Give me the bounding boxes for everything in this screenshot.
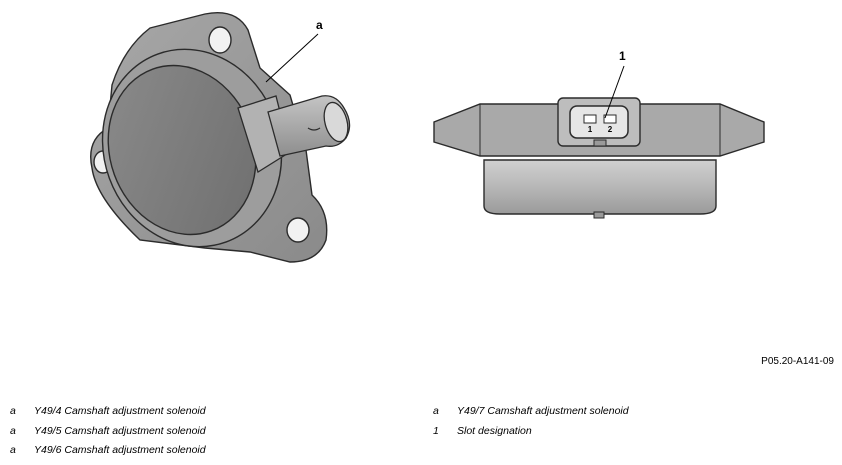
pin-label-1: 1 bbox=[588, 125, 593, 134]
bottom-stub bbox=[593, 211, 605, 219]
legend-text: Y49/6 Camshaft adjustment solenoid bbox=[34, 444, 206, 456]
legend-text: Y49/5 Camshaft adjustment solenoid bbox=[34, 425, 206, 437]
callout-label-a: a bbox=[316, 18, 323, 32]
callout-leader-a bbox=[265, 33, 319, 83]
legend-key: 1 bbox=[433, 425, 439, 437]
side-body bbox=[483, 159, 717, 215]
upper-mounting-hole bbox=[208, 26, 232, 54]
callout-label-1: 1 bbox=[619, 49, 626, 63]
pin-2 bbox=[603, 114, 617, 124]
pin-label-2: 2 bbox=[608, 125, 613, 134]
solenoid-side-view: 1 2 bbox=[433, 65, 765, 219]
lower-mounting-hole bbox=[286, 217, 310, 243]
legend-text: Y49/4 Camshaft adjustment solenoid bbox=[34, 405, 206, 417]
legend-left: a Y49/4 Camshaft adjustment solenoid a Y… bbox=[10, 405, 410, 465]
figure-reference: P05.20-A141-09 bbox=[761, 356, 834, 367]
connector-latch bbox=[307, 127, 321, 131]
connector-key bbox=[593, 139, 607, 147]
legend-key: a bbox=[10, 405, 16, 417]
pin-1 bbox=[583, 114, 597, 124]
legend-key: a bbox=[10, 425, 16, 437]
solenoid-illustration: 1 2 bbox=[90, 12, 765, 263]
legend-key: a bbox=[10, 444, 16, 456]
pin-housing bbox=[569, 105, 629, 139]
connector-opening bbox=[323, 101, 349, 143]
legend-key: a bbox=[433, 405, 439, 417]
legend-text: Y49/7 Camshaft adjustment solenoid bbox=[457, 405, 629, 417]
legend-text: Slot designation bbox=[457, 425, 532, 437]
solenoid-perspective-view bbox=[90, 12, 351, 263]
callout-leader-1 bbox=[604, 65, 625, 119]
legend-right: a Y49/7 Camshaft adjustment solenoid 1 S… bbox=[433, 405, 833, 445]
